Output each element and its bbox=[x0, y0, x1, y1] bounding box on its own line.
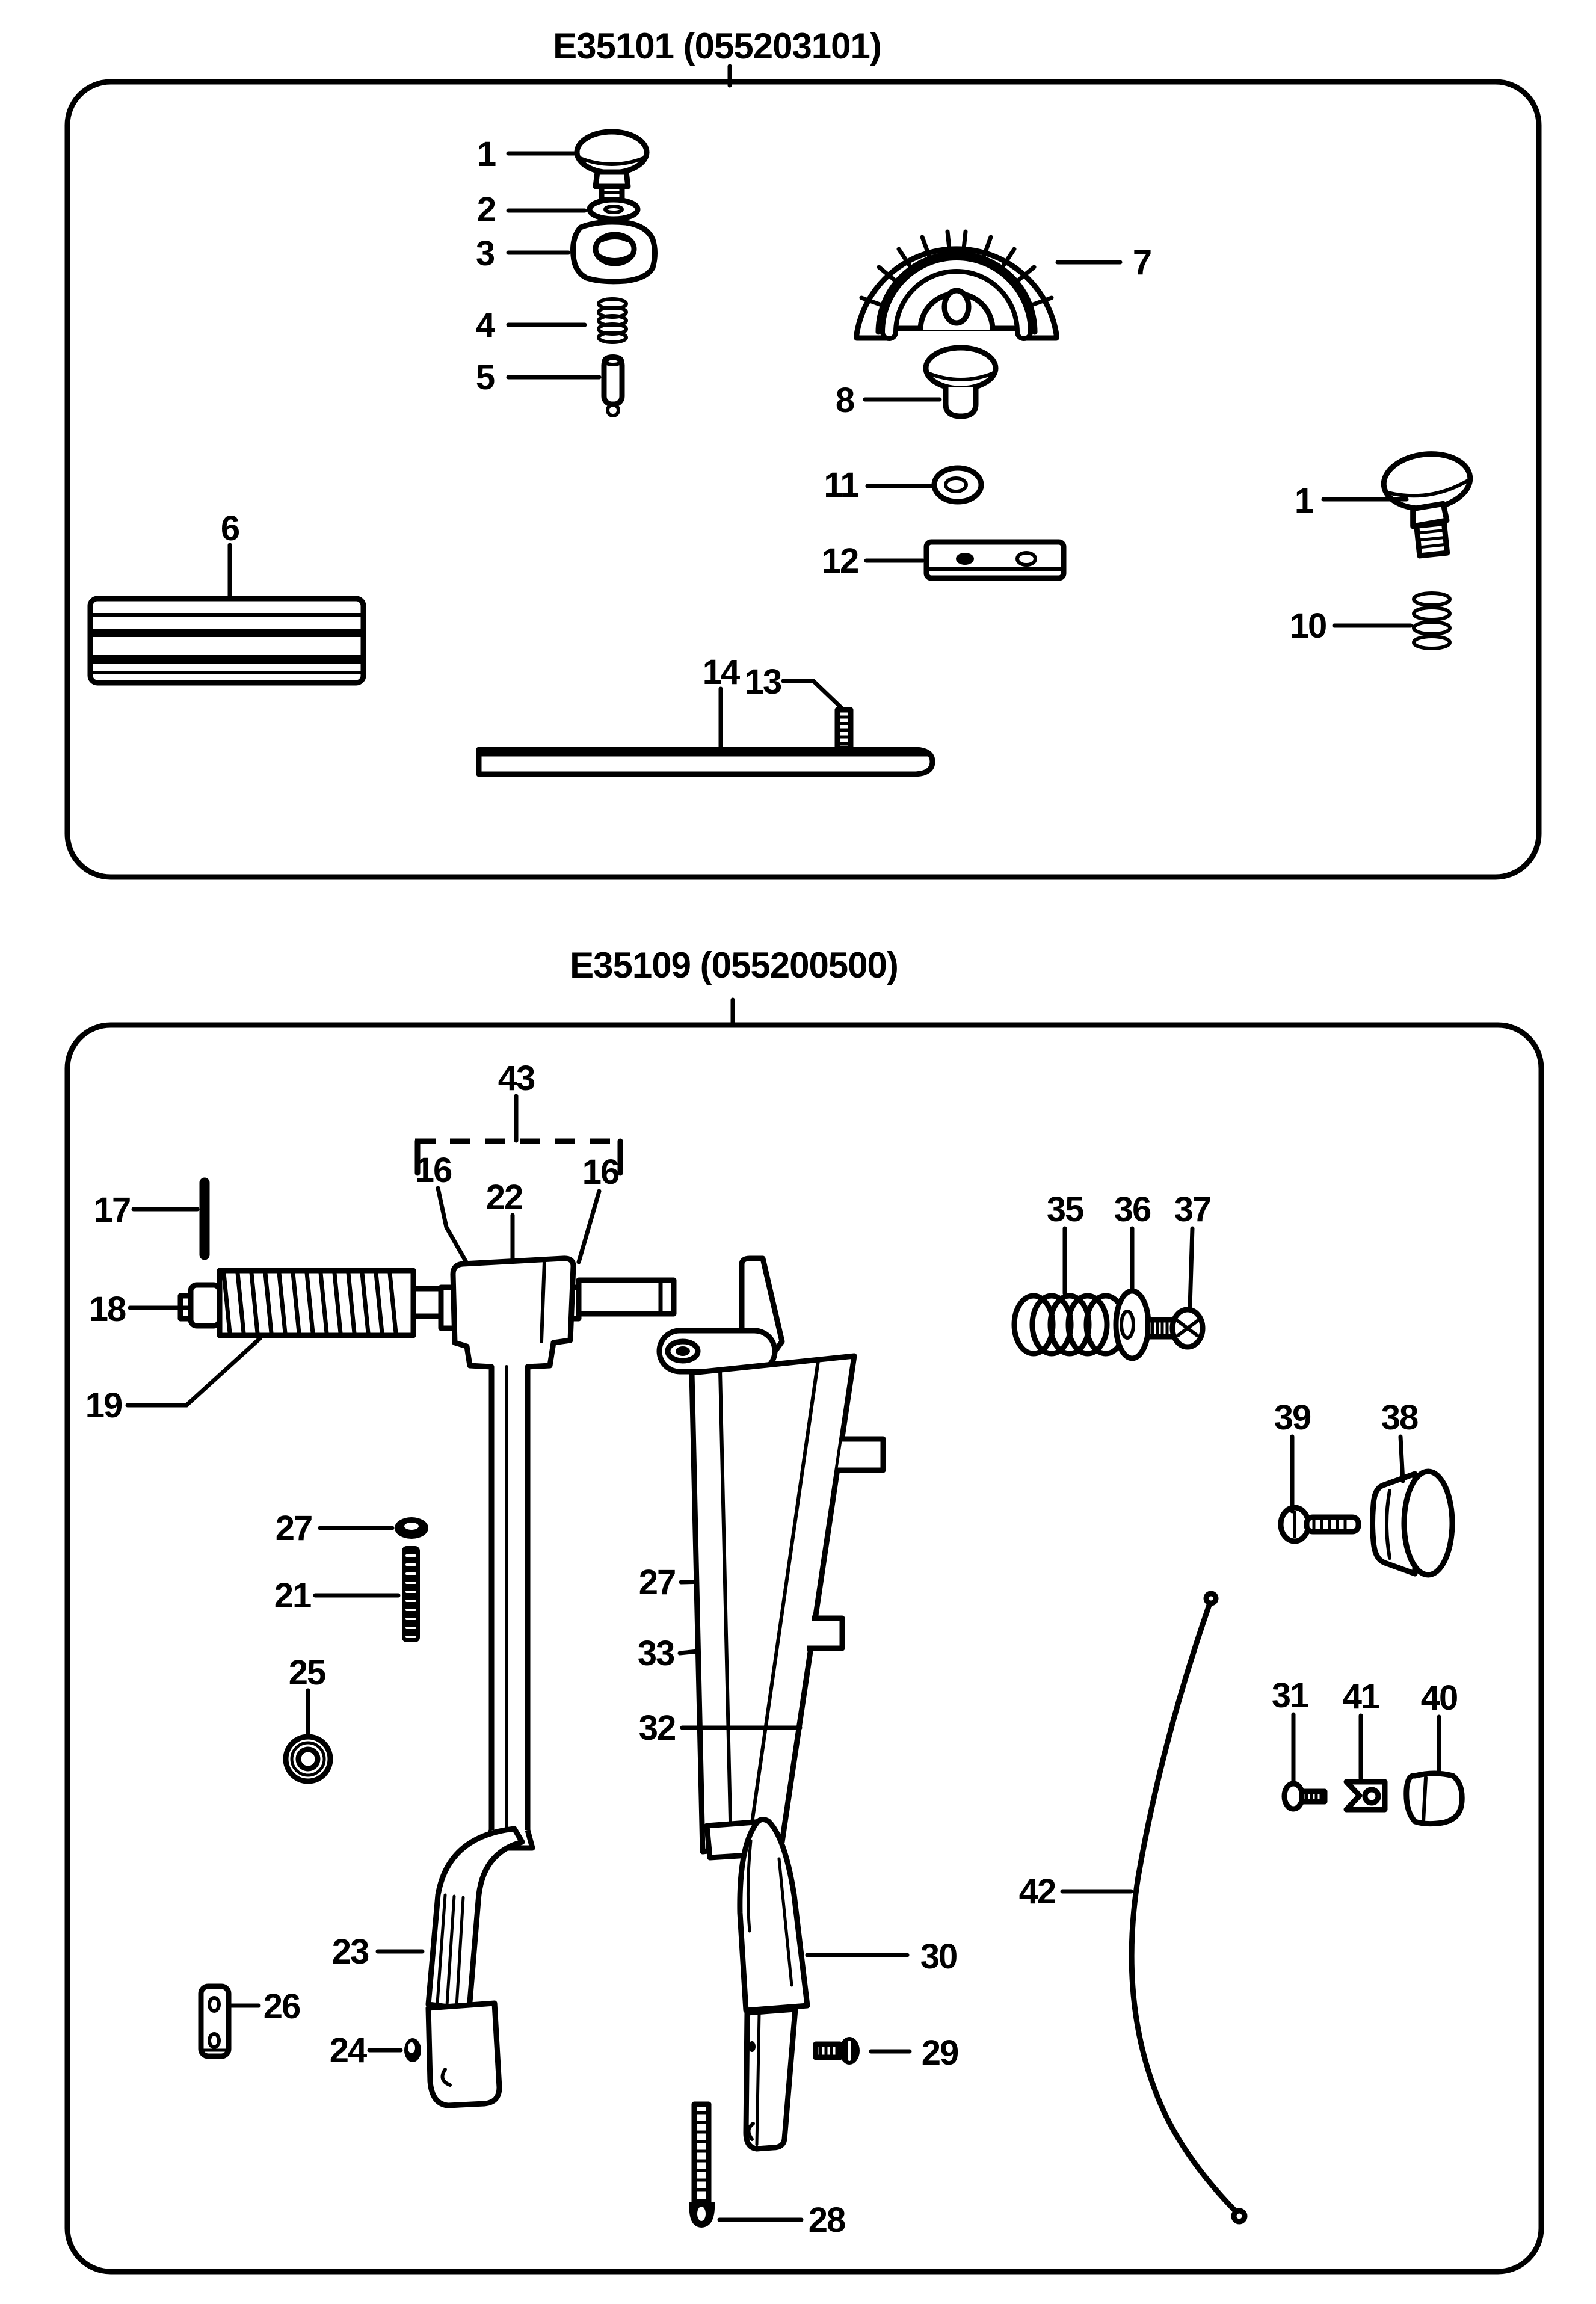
panel1-border bbox=[64, 79, 1542, 880]
callout-11-label: 11 bbox=[824, 466, 858, 505]
callout-14-label: 14 bbox=[703, 653, 740, 692]
part-37-screw-illustration bbox=[1145, 1307, 1206, 1350]
callout-leader bbox=[1398, 1434, 1405, 1483]
callout-leader bbox=[1188, 1226, 1195, 1309]
part-29-screw-illustration bbox=[813, 2037, 860, 2065]
callout-leader bbox=[125, 1336, 262, 1408]
part-40-cap-knob-illustration bbox=[1403, 1770, 1465, 1827]
callout-leader bbox=[436, 1186, 469, 1264]
part-13-stud-illustration bbox=[834, 707, 854, 751]
part-25-ring-illustration bbox=[283, 1734, 333, 1784]
part-32-fence-bracket-illustration bbox=[656, 1255, 886, 1861]
part-14-base-plate-illustration bbox=[476, 747, 935, 777]
part-3-round-nut-illustration bbox=[570, 219, 658, 285]
callout-38-label: 38 bbox=[1381, 1398, 1418, 1437]
part-5-pin-illustration bbox=[601, 354, 625, 417]
part-36-washer-illustration bbox=[1113, 1288, 1151, 1361]
callout-24-label: 24 bbox=[330, 2031, 367, 2070]
callout-21-label: 21 bbox=[274, 1576, 311, 1615]
panel2-border bbox=[64, 1022, 1544, 2275]
part-27a-nut-illustration bbox=[395, 1517, 428, 1539]
part-4-spring-illustration bbox=[597, 297, 628, 344]
part-18-19-rod-and-spring-illustration bbox=[177, 1268, 444, 1338]
callout-13-label: 13 bbox=[745, 662, 781, 701]
callout-leader bbox=[576, 1189, 602, 1264]
part-31-screw-illustration bbox=[1281, 1781, 1328, 1812]
part-38-knob-illustration bbox=[1370, 1468, 1455, 1578]
callout-19-label: 19 bbox=[85, 1386, 122, 1425]
panel1-title: E35101 (055203101) bbox=[553, 26, 881, 66]
panel2-title: E35109 (055200500) bbox=[570, 945, 898, 985]
callout-18-label: 18 bbox=[89, 1290, 126, 1329]
callout-22-label: 22 bbox=[486, 1178, 523, 1217]
part-10-spring-illustration bbox=[1412, 591, 1452, 650]
part-26-plate-illustration bbox=[198, 1983, 232, 2059]
callout-28-label: 28 bbox=[809, 2201, 845, 2240]
part-12-clamp-plate-illustration bbox=[923, 539, 1067, 581]
callout-3-label: 3 bbox=[476, 234, 495, 273]
part-22-carriage-casting-illustration bbox=[438, 1255, 677, 1851]
callout-1-label: 1 bbox=[477, 135, 496, 174]
callout-42-label: 42 bbox=[1019, 1872, 1056, 1911]
callout-35-label: 35 bbox=[1047, 1190, 1083, 1229]
part-11-washer-illustration bbox=[931, 465, 984, 505]
callout-2-label: 2 bbox=[477, 190, 495, 229]
callout-4-label: 4 bbox=[476, 306, 495, 345]
part-21-threaded-rod-illustration bbox=[402, 1546, 420, 1642]
part-1-thumb-screw-right-illustration bbox=[1381, 451, 1473, 559]
callout-7-label: 7 bbox=[1133, 243, 1151, 282]
callout-33-label: 33 bbox=[638, 1634, 674, 1673]
part-6-fence-rail-illustration bbox=[87, 596, 366, 686]
part-41-clip-nut-illustration bbox=[1343, 1779, 1388, 1813]
callout-5-label: 5 bbox=[476, 358, 495, 397]
callout-30-label: 30 bbox=[920, 1937, 957, 1976]
callout-1b-label: 1 bbox=[1295, 481, 1313, 520]
part-23-guard-illustration bbox=[425, 1826, 525, 2108]
callout-16b-label: 16 bbox=[582, 1153, 619, 1192]
callout-27a-label: 27 bbox=[276, 1509, 312, 1548]
part-7-protractor-illustration bbox=[854, 229, 1059, 341]
callout-43-label: 43 bbox=[498, 1059, 535, 1098]
part-28-screw-illustration bbox=[689, 2101, 715, 2228]
callout-12-label: 12 bbox=[822, 541, 858, 581]
part-39-screw-illustration bbox=[1278, 1505, 1361, 1544]
part-30-cover-illustration bbox=[737, 1817, 810, 2152]
callout-39-label: 39 bbox=[1274, 1398, 1311, 1437]
part-42-rod-cable-illustration bbox=[1129, 1591, 1248, 2225]
callout-29-label: 29 bbox=[922, 2033, 958, 2072]
callout-37-label: 37 bbox=[1174, 1190, 1211, 1229]
callout-32-label: 32 bbox=[639, 1708, 676, 1748]
callout-26-label: 26 bbox=[263, 1987, 300, 2026]
callout-10-label: 10 bbox=[1290, 606, 1326, 645]
callout-27b-label: 27 bbox=[639, 1563, 676, 1602]
callout-16a-label: 16 bbox=[415, 1151, 452, 1190]
callout-25-label: 25 bbox=[289, 1653, 325, 1692]
callout-6-label: 6 bbox=[221, 509, 239, 548]
callout-8-label: 8 bbox=[836, 381, 854, 420]
part-35-spring-illustration bbox=[1011, 1293, 1128, 1357]
callout-36-label: 36 bbox=[1114, 1190, 1151, 1229]
callout-leader bbox=[781, 679, 843, 710]
callout-17-label: 17 bbox=[94, 1191, 131, 1230]
part-8-knob-illustration bbox=[923, 345, 999, 419]
callout-41-label: 41 bbox=[1343, 1677, 1379, 1716]
part-24-nut-illustration bbox=[404, 2038, 421, 2062]
callout-23-label: 23 bbox=[332, 1932, 369, 1971]
part-43-assembly-bracket bbox=[414, 1138, 623, 1176]
callout-31-label: 31 bbox=[1272, 1676, 1308, 1715]
callout-40-label: 40 bbox=[1421, 1678, 1458, 1717]
part-2-washer-illustration bbox=[587, 197, 641, 222]
